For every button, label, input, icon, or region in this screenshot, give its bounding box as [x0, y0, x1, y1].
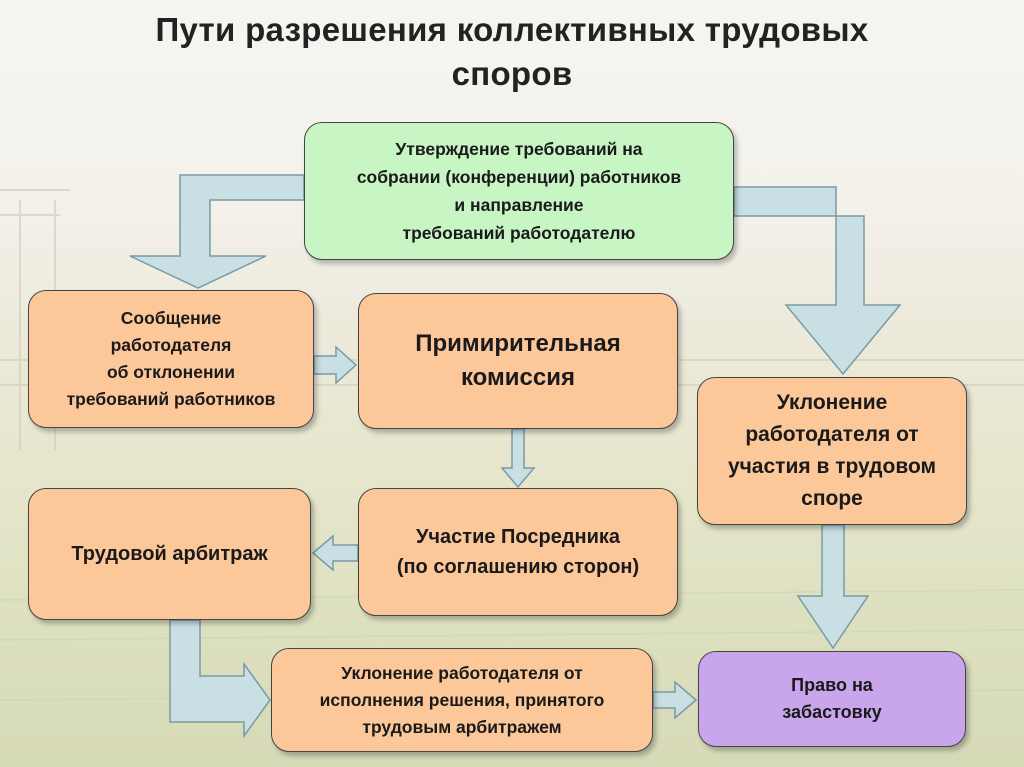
mediator-line-1: Участие Посредника — [415, 526, 621, 548]
evade2-line-2: исполнения решения, принятого — [319, 689, 605, 710]
approve-demands-box: Утверждение требований на собрании (конф… — [304, 122, 734, 260]
commission-line-1: Примирительная — [415, 330, 621, 357]
title-line-1: Пути разрешения коллективных трудовых — [155, 11, 869, 48]
evade-line-4: споре — [801, 487, 863, 510]
arrow-commission-to-mediator — [500, 428, 536, 489]
arbitrage-line-1: Трудовой арбитраж — [71, 543, 268, 565]
evade-line-2: работодателя от — [745, 423, 919, 446]
arrow-approve-to-message — [129, 174, 305, 289]
employer-rejection-box: Сообщение работодателя об отклонении тре… — [28, 290, 314, 428]
right-to-strike-box: Право на забастовку — [698, 651, 966, 747]
evade-line-3: участия в трудовом — [727, 455, 937, 478]
evade2-line-1: Уклонение работодателя от — [341, 662, 583, 683]
strike-line-1: Право на — [791, 675, 873, 695]
arrow-mediator-to-arbitrage — [311, 534, 359, 572]
arrow-message-to-commission — [313, 345, 358, 385]
arrow-arbitrage-to-evade2 — [169, 619, 271, 739]
approve-line-3: и направление — [454, 195, 584, 215]
employer-evasion-box: Уклонение работодателя от участия в труд… — [697, 377, 967, 525]
evade2-line-3: трудовым арбитражем — [362, 716, 562, 737]
arrow-evade2-to-strike — [652, 680, 698, 720]
labor-arbitration-box: Трудовой арбитраж — [28, 488, 311, 620]
page-title: Пути разрешения коллективных трудовых сп… — [0, 8, 1024, 96]
decision-evasion-box: Уклонение работодателя от исполнения реш… — [271, 648, 653, 752]
mediator-box: Участие Посредника (по соглашению сторон… — [358, 488, 678, 616]
commission-line-2: комиссия — [460, 364, 575, 391]
mediator-line-2: (по соглашению сторон) — [396, 556, 640, 578]
evade-line-1: Уклонение — [776, 391, 888, 414]
title-line-2: споров — [451, 55, 573, 92]
arrow-evade-to-strike — [796, 524, 870, 650]
arrow-approve-to-evade — [733, 186, 902, 376]
strike-line-2: забастовку — [782, 702, 882, 722]
conciliation-commission-box: Примирительная комиссия — [358, 293, 678, 429]
approve-line-2: собрании (конференции) работников — [356, 167, 682, 187]
message-line-2: работодателя — [110, 335, 232, 355]
approve-line-4: требований работодателю — [402, 223, 636, 243]
message-line-4: требований работников — [66, 389, 276, 409]
message-line-1: Сообщение — [120, 308, 222, 328]
approve-line-1: Утверждение требований на — [395, 139, 643, 159]
message-line-3: об отклонении — [106, 362, 236, 382]
